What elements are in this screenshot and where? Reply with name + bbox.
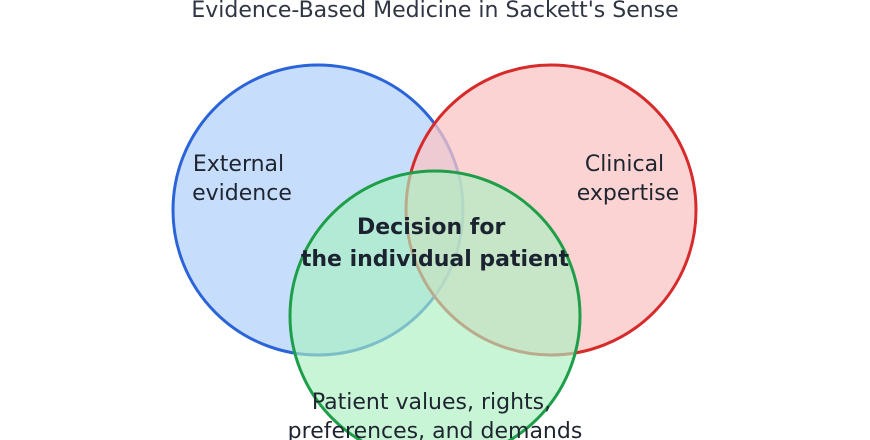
center-decision-label: Decision for the individual patient — [301, 215, 570, 272]
label-clinical-expertise: Clinical expertise — [577, 152, 679, 206]
label-clinical-expertise-line-2: expertise — [577, 181, 679, 206]
label-external-evidence-line-2: evidence — [192, 181, 292, 206]
label-external-evidence-line-1: External — [193, 152, 284, 177]
label-patient-values-line-1: Patient values, rights, — [312, 390, 551, 415]
diagram-title: Evidence-Based Medicine in Sackett's Sen… — [191, 0, 678, 23]
circle-patient-values — [288, 169, 582, 440]
label-external-evidence: External evidence — [192, 152, 292, 206]
label-patient-values-line-2: preferences, and demands — [288, 419, 583, 440]
label-patient-values: Patient values, rights, preferences, and… — [288, 390, 583, 440]
label-clinical-expertise-line-1: Clinical — [585, 152, 664, 177]
center-label-line-1: Decision for — [357, 215, 506, 240]
center-label-line-2: the individual patient — [301, 247, 570, 272]
